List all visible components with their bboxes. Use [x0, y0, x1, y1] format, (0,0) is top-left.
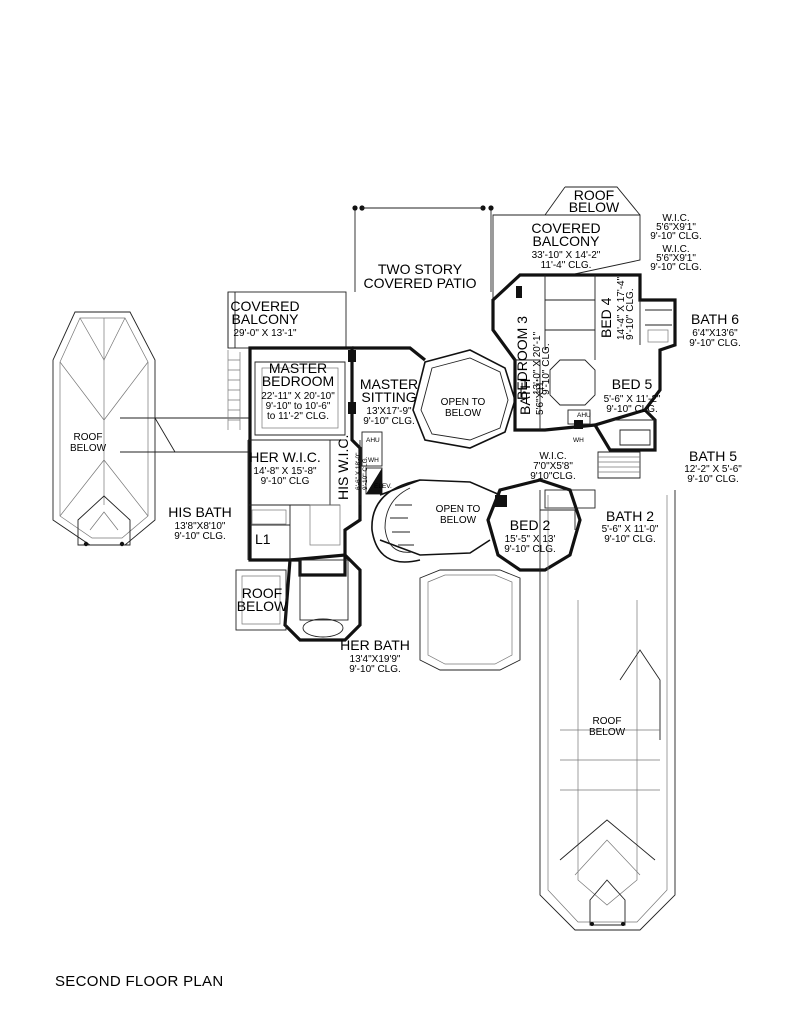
- d-bedroom3-label: 13'-0" X 20'-1"9'-10" CLG.: [532, 331, 552, 395]
- patio-posts: [352, 205, 494, 292]
- d-bath2-label: 5'-6" X 11'-0"9'-10" CLG.: [602, 524, 659, 545]
- t-bed5-label: BED 5: [612, 376, 653, 392]
- d-master-sit-label: 13'X17'-9"9'-10" CLG.: [363, 406, 415, 427]
- d-bath5-label: 12'-2" X 5'-6"9'-10" CLG.: [684, 464, 742, 485]
- t-bath6-label: BATH 6: [691, 311, 739, 327]
- right-roof-wing: [539, 490, 676, 931]
- d-bath-small-label: 5'6"X11': [535, 379, 546, 415]
- t-her-wic-label: HER W.I.C.: [249, 449, 321, 465]
- service-tag: WH: [368, 457, 379, 464]
- d-bed4-label: 14'-4" X 17'-4"9'-10" CLG.: [616, 276, 636, 340]
- t-bed2-label: BED 2: [510, 517, 551, 533]
- t-bed4-label: BED 4: [598, 297, 614, 338]
- service-tag: L1: [255, 531, 271, 547]
- t-bath5-label: BATH 5: [689, 448, 737, 464]
- plan-title: SECOND FLOOR PLAN: [55, 973, 224, 990]
- d-cb-left-label: 29'-0" X 13'-1": [233, 328, 297, 339]
- t-her-bath-label: HER BATH: [340, 637, 410, 653]
- t-wic-c-label: W.I.C.7'0"X5'8"9'10"CLG.: [530, 451, 575, 482]
- service-tag: AHU: [366, 437, 380, 444]
- interior-details: [235, 275, 672, 671]
- t-wic-a-label: W.I.C.5'6"X9'1"9'-10" CLG.: [650, 213, 702, 242]
- d-bed2-label: 15'-5" X 13'9'-10" CLG.: [504, 534, 556, 555]
- t-his-wic-label: HIS W.I.C.: [335, 435, 351, 500]
- d-her-wic-label: 14'-8" X 15'-8"9'-10" CLG: [253, 466, 317, 487]
- d-bed5-label: 5'-6" X 11'-2"9'-10" CLG.: [604, 394, 661, 415]
- d-his-bath-label: 13'8"X8'10"9'-10" CLG.: [174, 521, 226, 542]
- service-tag: AHU: [577, 412, 591, 419]
- service-tag: ELEV.: [374, 483, 392, 490]
- t-bedroom3-label: BEDROOM 3: [514, 316, 530, 400]
- d-bath6-label: 6'4"X13'6"9'-10" CLG.: [689, 328, 741, 349]
- service-tag: WH: [573, 437, 584, 444]
- d-her-bath-label: 13'4"X19'9"9'-10" CLG.: [349, 654, 401, 675]
- t-bath2-label: BATH 2: [606, 508, 654, 524]
- t-bath-small-label: BATH: [517, 379, 533, 415]
- d-his-wic-label: 6'-6" X 18'-0"9'-10" CLG.: [355, 452, 369, 490]
- d-cb-right-label: 33'-10" X 14'-2"11'-4" CLG.: [532, 250, 601, 271]
- left-roof-outline: [52, 311, 250, 547]
- d-master-bed-label: 22'-11" X 20'-10"9'-10" to 10'-6"to 11'-…: [261, 391, 335, 422]
- t-his-bath-label: HIS BATH: [168, 504, 232, 520]
- service-tags: AHU WH ELEV. AHU WH L1: [255, 412, 591, 547]
- t-wic-b-label: W.I.C.5'6"X9'1"9'-10" CLG.: [650, 244, 702, 273]
